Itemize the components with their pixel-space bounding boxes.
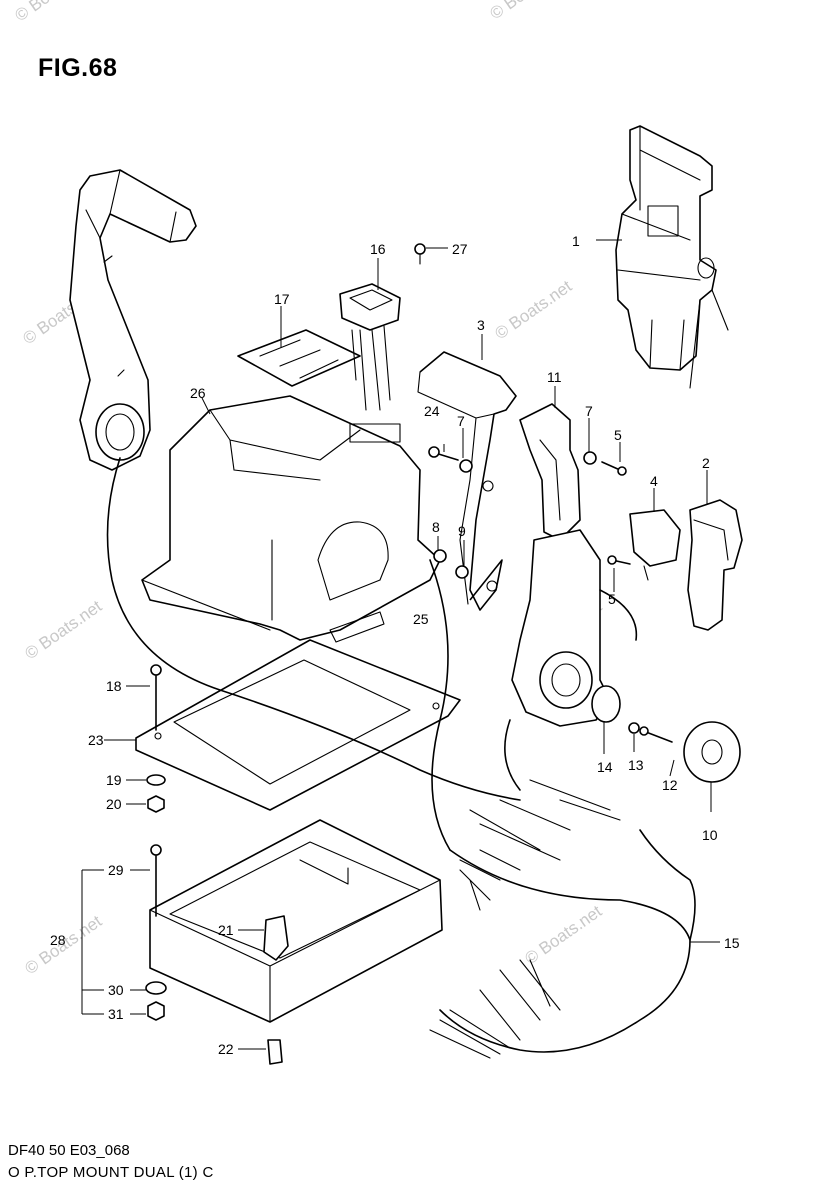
part-label-9: 9 (458, 523, 466, 539)
part-label-14: 14 (597, 759, 613, 775)
part-label-3: 3 (477, 317, 485, 333)
part-2-cover (687, 499, 743, 631)
part-1-control-assembly (615, 125, 729, 389)
part-label-20: 20 (106, 796, 122, 812)
part-4-switch-block (629, 509, 681, 581)
parts-18-19-20-bolt-set (146, 664, 166, 813)
parts-14-13-12-10 (591, 685, 741, 783)
part-27-screw (414, 243, 426, 265)
part-label-4: 4 (650, 473, 658, 489)
part-23-gasket (135, 639, 461, 811)
part-label-18: 18 (106, 678, 122, 694)
part-labels: 1 2 3 4 5 5 7 7 8 9 10 11 12 13 14 15 16… (50, 233, 740, 1057)
part-label-28: 28 (50, 932, 66, 948)
part-label-5b: 5 (608, 591, 616, 607)
part-17-plate (237, 329, 361, 387)
left-handle-lever (69, 169, 197, 471)
part-label-22: 22 (218, 1041, 234, 1057)
part-label-1: 1 (572, 233, 580, 249)
part-label-2: 2 (702, 455, 710, 471)
part-label-26: 26 (190, 385, 206, 401)
part-label-19: 19 (106, 772, 122, 788)
part-label-16: 16 (370, 241, 386, 257)
part-label-29: 29 (108, 862, 124, 878)
part-label-13: 13 (628, 757, 644, 773)
part-label-24: 24 (424, 403, 440, 419)
right-lever-body (511, 529, 611, 727)
part-28-base (149, 819, 443, 1023)
part-16-switch (339, 283, 401, 411)
part-label-5a: 5 (614, 427, 622, 443)
leader-lines (81, 239, 720, 1050)
watermark-text: © Boats.net (521, 901, 605, 968)
diagram-caption: O P.TOP MOUNT DUAL (1) C (8, 1164, 214, 1181)
part-label-17: 17 (274, 291, 290, 307)
parts-21-22 (263, 915, 289, 1065)
watermark-text: © Boats.net (21, 596, 105, 663)
watermark-text: © Boats.net (486, 0, 570, 23)
part-label-25: 25 (413, 611, 429, 627)
part-label-7b: 7 (457, 413, 465, 429)
watermark-text: © Boats.net (491, 276, 575, 343)
part-label-31: 31 (108, 1006, 124, 1022)
part-11-bracket (519, 403, 581, 541)
part-label-11: 11 (547, 369, 562, 385)
part-label-21: 21 (218, 922, 234, 938)
part-label-23: 23 (88, 732, 104, 748)
figure-title: FIG.68 (38, 54, 118, 82)
part-label-12: 12 (662, 777, 678, 793)
part-label-8: 8 (432, 519, 440, 535)
fasteners-group (428, 446, 631, 579)
part-label-15: 15 (724, 935, 740, 951)
part-label-27: 27 (452, 241, 468, 257)
parts-29-30-31-bolt-set (145, 844, 167, 1021)
watermark-text: © Boats.net (11, 0, 95, 25)
part-label-10: 10 (702, 827, 718, 843)
part-26-cover (141, 395, 441, 643)
part-label-7a: 7 (585, 403, 593, 419)
part-15-wire-harness (106, 457, 696, 1059)
part-label-30: 30 (108, 982, 124, 998)
diagram-code: DF40 50 E03_068 (8, 1142, 130, 1159)
